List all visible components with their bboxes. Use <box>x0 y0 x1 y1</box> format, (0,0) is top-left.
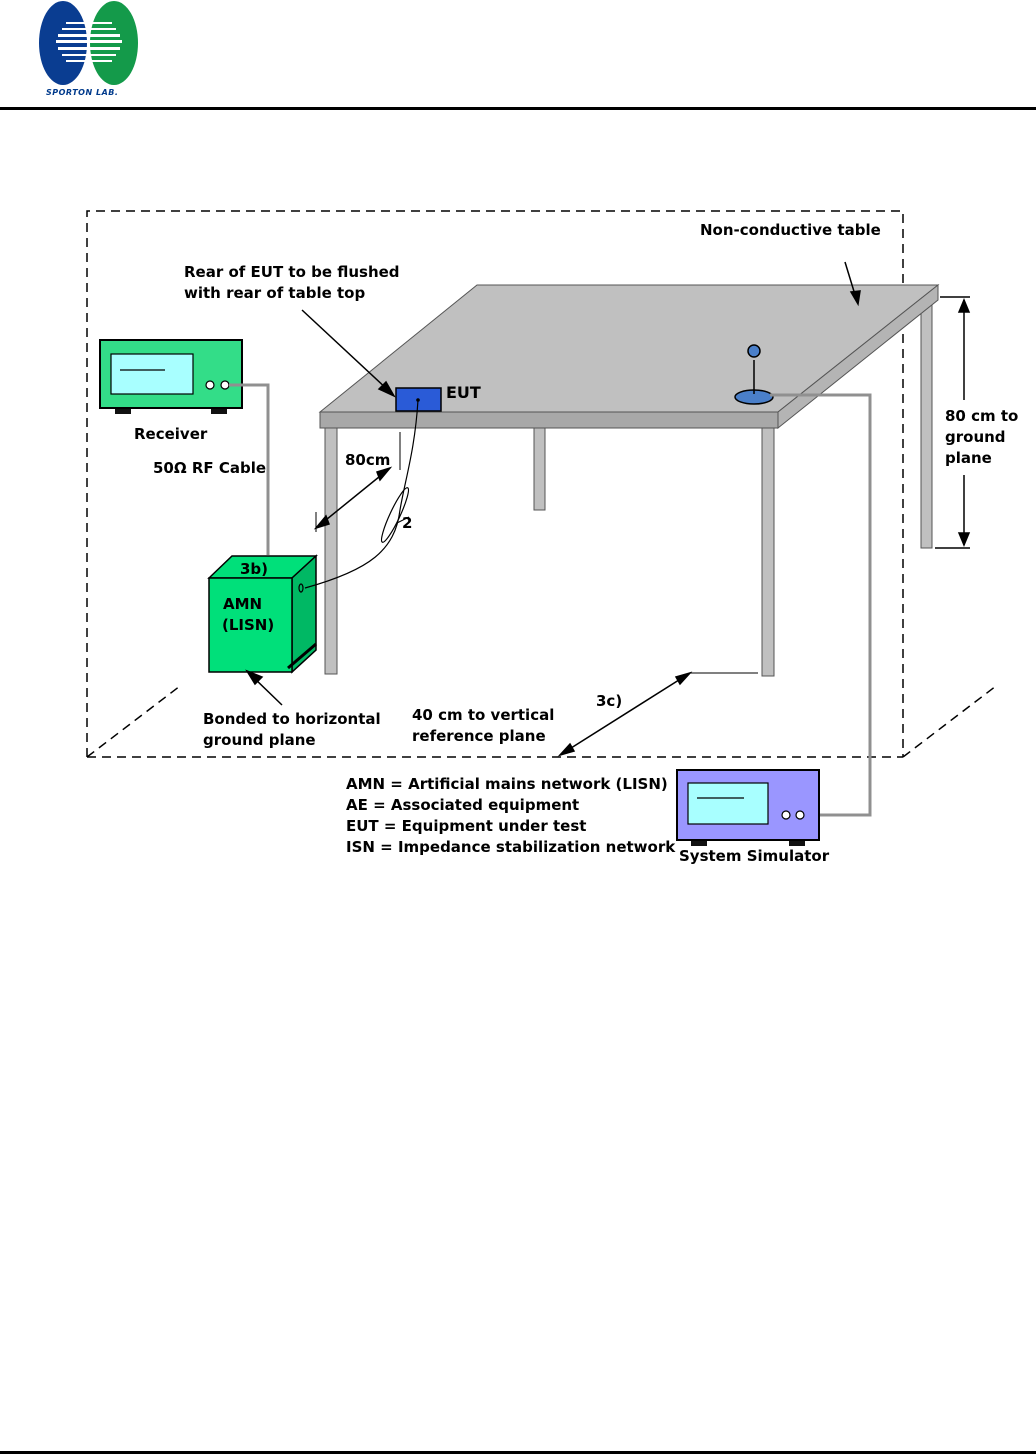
legend-isn: ISN = Impedance stabilization network <box>346 838 676 856</box>
dimension-40cm <box>557 671 758 757</box>
label-bonded-2: ground plane <box>203 731 316 749</box>
label-lisn: (LISN) <box>222 616 274 634</box>
label-receiver: Receiver <box>134 425 208 443</box>
logo-text: SPORTON LAB. <box>46 88 119 97</box>
label-vertical-2: reference plane <box>412 727 546 745</box>
height-dimension <box>935 296 971 549</box>
legend-ae: AE = Associated equipment <box>346 796 579 814</box>
label-non-conductive-table: Non-conductive table <box>700 221 881 239</box>
label-rear-line-1: Rear of EUT to be flushed <box>184 263 400 281</box>
system-simulator <box>676 769 820 846</box>
pointer-arrows <box>245 261 861 706</box>
legend-eut: EUT = Equipment under test <box>346 817 586 835</box>
label-bundle-2: 2 <box>402 514 412 532</box>
non-conductive-table <box>318 283 940 677</box>
sporton-logo-mark <box>39 1 138 85</box>
legend-amn: AMN = Artificial mains network (LISN) <box>346 775 668 793</box>
ae-device <box>734 344 774 405</box>
label-bonded-1: Bonded to horizontal <box>203 710 381 728</box>
label-eut: EUT <box>446 383 481 402</box>
dimension-80cm <box>313 432 401 532</box>
label-system-simulator: System Simulator <box>679 847 830 865</box>
label-rf-cable: 50Ω RF Cable <box>153 459 266 477</box>
footer-rule <box>0 1451 1036 1454</box>
label-80cm: 80cm <box>345 451 390 469</box>
ground-plane-boundary <box>86 210 997 758</box>
label-height-3: plane <box>945 449 992 467</box>
eut-power-cable <box>304 399 419 589</box>
bundle-marker <box>396 516 410 524</box>
label-3b: 3b) <box>240 560 268 578</box>
label-3c: 3c) <box>596 692 622 710</box>
label-height-1: 80 cm to <box>945 407 1018 425</box>
eut-box <box>395 387 442 412</box>
simulator-cable <box>770 393 872 817</box>
header-rule <box>0 107 1036 110</box>
label-rear-line-2: with rear of table top <box>184 284 365 302</box>
label-amn: AMN <box>223 595 262 613</box>
amn-lisn-box <box>207 554 318 674</box>
test-setup-diagram: Non-conductive table Rear of EUT to be f… <box>86 210 1018 865</box>
cable-bundle <box>380 487 410 543</box>
rf-cable <box>229 383 270 555</box>
receiver <box>99 339 243 414</box>
sporton-logo <box>36 0 142 100</box>
label-height-2: ground <box>945 428 1006 446</box>
label-vertical-1: 40 cm to vertical <box>412 706 554 724</box>
